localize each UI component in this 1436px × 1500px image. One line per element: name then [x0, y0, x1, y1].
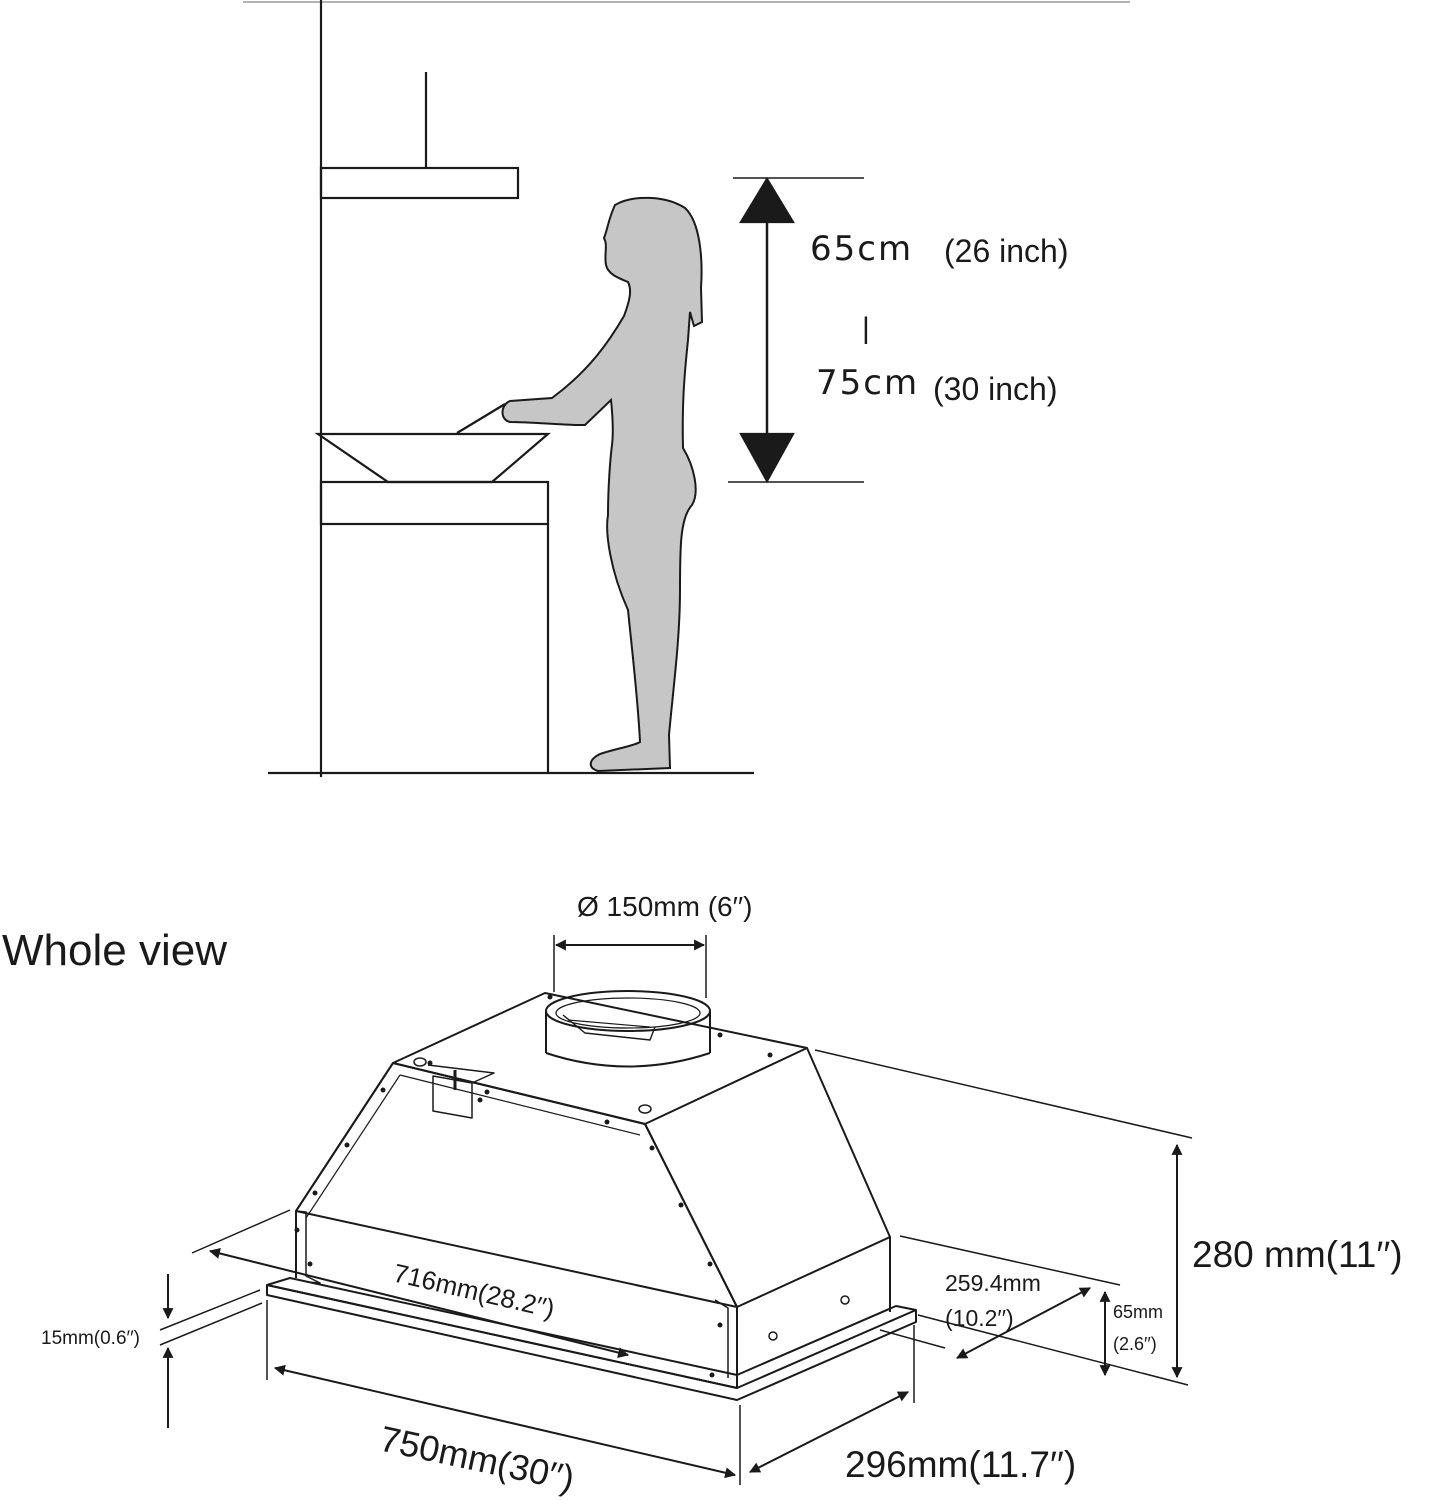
- inner-depth-dimension: [956, 1287, 1091, 1359]
- height-range-separator: |: [862, 312, 870, 345]
- flange-strip-right: [714, 1299, 729, 1378]
- duct-diameter-label: Ø 150mm (6′′): [577, 891, 752, 922]
- mounting-bracket-tab: [427, 1064, 495, 1084]
- cutouts: [413, 1057, 850, 1341]
- frame-extension-bottom: [159, 1302, 263, 1346]
- whole-view-title: Whole view: [2, 926, 227, 975]
- flange-height-mm-label: 65mm: [1113, 1302, 1163, 1322]
- height-label: 280 mm(11′′): [1192, 1234, 1403, 1275]
- installation-height-diagram: [243, 0, 1130, 777]
- depth-dimension: [749, 1391, 909, 1473]
- countertop: [319, 480, 550, 526]
- height-arrow-down: [739, 432, 795, 484]
- left-inner-edge: [305, 1074, 401, 1219]
- inner-depth-mm-label: 259.4mm: [945, 1270, 1041, 1296]
- overall-width-label: 750mm(30′′): [376, 1418, 578, 1499]
- height-extension-top: [814, 1049, 1193, 1139]
- inner-depth-extension-2: [879, 1329, 946, 1349]
- mounting-bracket: [432, 1075, 473, 1119]
- hood-left-edge: [295, 1062, 394, 1278]
- hood-top-panel: [392, 992, 808, 1125]
- depth-label: 296mm(11.7′′): [845, 1444, 1076, 1485]
- inner-width-label: 716mm(28.2′′): [391, 1258, 558, 1324]
- hood-right-panel-bottom: [736, 1236, 891, 1308]
- overall-width-dimension: [273, 1364, 737, 1479]
- inner-width-extension: [191, 1209, 291, 1254]
- top-inner-edge: [399, 1074, 641, 1136]
- hood-right-edge: [806, 1047, 891, 1312]
- range-hood-side: [319, 166, 520, 200]
- insert-hood-drawing: [266, 990, 917, 1401]
- dimension-lines: [159, 935, 1193, 1485]
- base-frame-top: [266, 1277, 917, 1389]
- inner-depth-in-label: (10.2′′): [945, 1305, 1014, 1331]
- person-silhouette: [501, 196, 704, 773]
- height-min-inch-label: (26 inch): [944, 233, 1069, 269]
- hood-front-corner: [644, 1123, 738, 1308]
- height-max-inch-label: (30 inch): [933, 371, 1058, 407]
- inner-depth-extension: [899, 1235, 1121, 1286]
- screw-holes: [294, 994, 773, 1378]
- height-min-label: 65cm: [810, 229, 913, 269]
- frame-thickness-label: 15mm(0.6′′): [41, 1328, 140, 1349]
- damper-flap: [562, 1014, 656, 1041]
- flange-strip: [295, 1210, 321, 1284]
- duct-collar-inner: [555, 997, 701, 1029]
- inner-width-dimension: [208, 1248, 630, 1358]
- spatula: [456, 403, 506, 434]
- duct-collar-front: [545, 1052, 711, 1068]
- flange-height-in-label: (2.6′′): [1113, 1334, 1157, 1354]
- height-arrow-up: [739, 176, 795, 224]
- height-max-label: 75cm: [816, 363, 919, 403]
- frame-extension-top: [159, 1289, 261, 1331]
- hood-front-panel-upper: [295, 1062, 738, 1308]
- damper-hinge: [567, 1019, 651, 1028]
- cooktop-wok: [314, 432, 551, 484]
